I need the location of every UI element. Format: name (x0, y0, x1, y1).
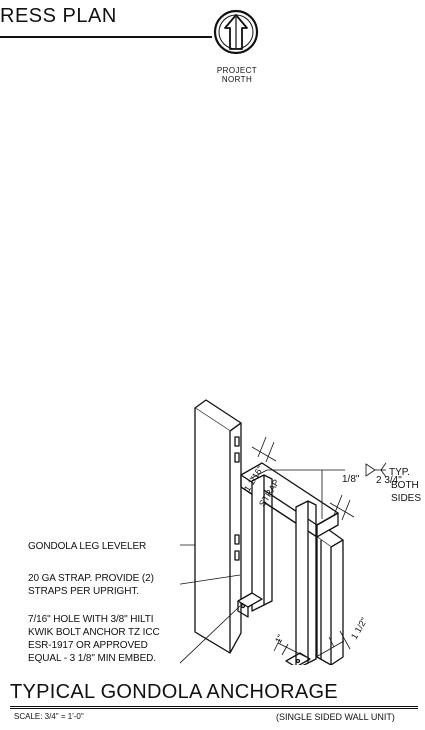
anchorage-title-underline-2 (10, 708, 418, 709)
anchorage-title: TYPICAL GONDOLA ANCHORAGE (10, 681, 338, 703)
note-strap-line1: 20 GA STRAP. PROVIDE (2) (28, 573, 154, 584)
north-arrow-icon (213, 9, 259, 55)
sides-label: SIDES (391, 493, 422, 504)
typ-label: TYP. (389, 467, 410, 478)
plan-title: RESS PLAN (0, 5, 117, 27)
note-hole-line1: 7/16" HOLE WITH 3/8" HILTI (28, 614, 154, 625)
north-label: PROJECT NORTH (216, 66, 258, 84)
scale-label: SCALE: 3/4" = 1'-0" (14, 712, 84, 721)
note-hole-line4: EQUAL - 3 1/8" MIN EMBED. (28, 653, 156, 664)
note-hole-line3: ESR-1917 OR APPROVED (28, 640, 148, 651)
plan-title-underline (0, 36, 212, 38)
weld-size-label: 1/8" (342, 474, 360, 485)
weld-length-label: 2 3/4" (376, 475, 402, 486)
unit-type-label: (SINGLE SIDED WALL UNIT) (276, 712, 395, 722)
note-strap-line2: STRAPS PER UPRIGHT. (28, 586, 139, 597)
note-hole-line2: KWIK BOLT ANCHOR TZ ICC (28, 627, 160, 638)
both-label: BOTH (391, 480, 419, 491)
anchorage-title-underline (10, 706, 418, 707)
gondola-anchorage-drawing (180, 399, 387, 665)
note-leveler: GONDOLA LEG LEVELER (28, 541, 147, 552)
